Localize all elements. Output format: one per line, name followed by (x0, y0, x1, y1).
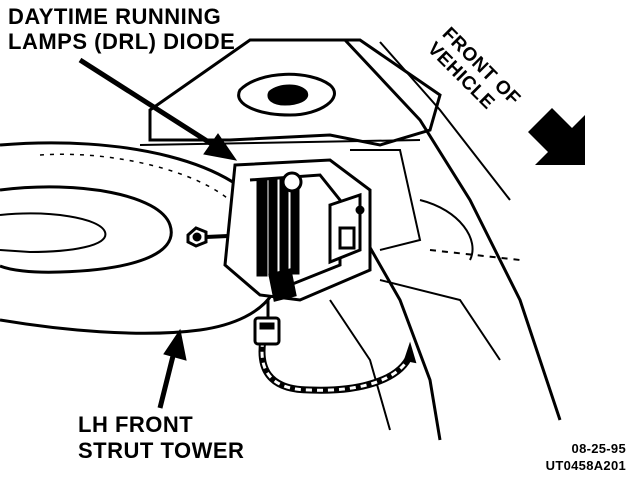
strut-leader-arrow (157, 328, 187, 409)
drl-diode-module (223, 158, 372, 302)
drl-callout-line-1: DAYTIME RUNNING (8, 4, 222, 29)
body-structure (329, 199, 521, 441)
drl-callout-line-2: LAMPS (DRL) DIODE (8, 29, 236, 54)
strut-callout-line-2: STRUT TOWER (78, 438, 245, 463)
wiring-harness (253, 300, 417, 394)
drl-leader-arrow (78, 57, 238, 161)
strut-callout-line-1: LH FRONT (78, 412, 194, 437)
front-of-vehicle-arrow-icon (528, 108, 585, 165)
strut-tower-callout: LH FRONT STRUT TOWER (78, 412, 244, 464)
mounting-bolt (186, 226, 229, 248)
inner-fender-panel (139, 38, 562, 421)
figure-code: UT0458A201 (545, 458, 626, 473)
figure-stamp: 08-25-95 UT0458A201 (546, 440, 626, 474)
drl-diode-callout: DAYTIME RUNNING LAMPS (DRL) DIODE (8, 4, 235, 54)
figure-date: 08-25-95 (571, 441, 626, 456)
